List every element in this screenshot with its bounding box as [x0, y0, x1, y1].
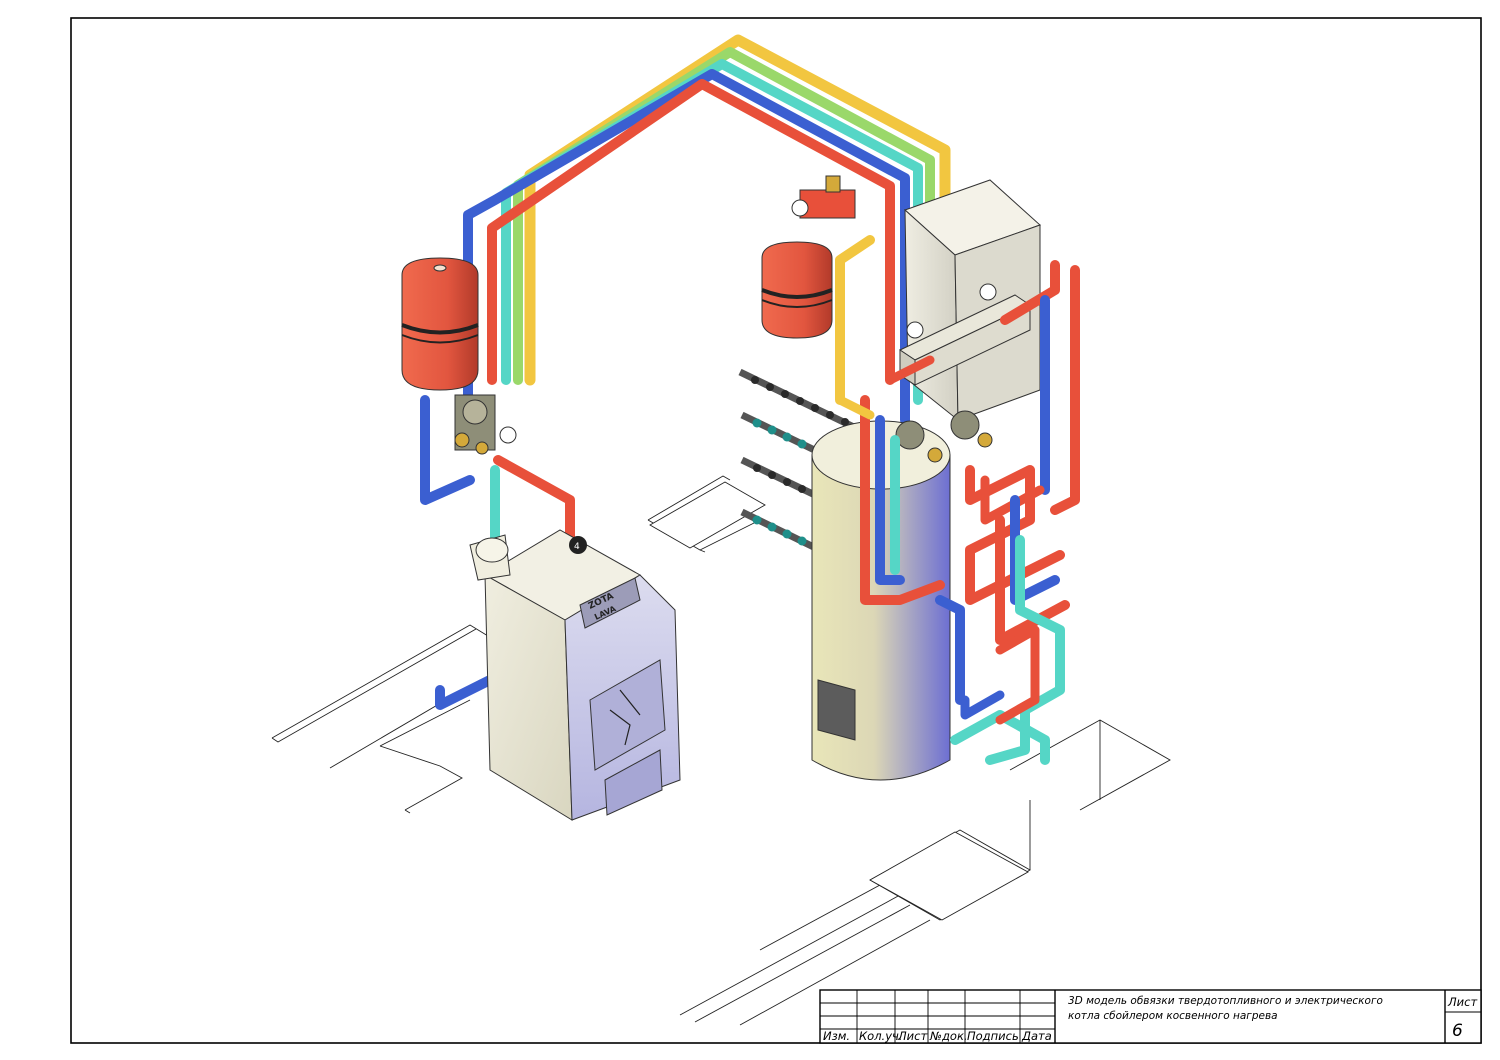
tb-description-line1: 3D модель обвязки твердотопливного и эле… — [1068, 995, 1383, 1007]
tb-sheet-label: Лист — [1447, 995, 1477, 1009]
expansion-tank-left — [401, 257, 479, 391]
tb-header-kol: Кол.уч. — [859, 1029, 902, 1043]
pump-icon — [895, 420, 925, 450]
pipe-yellow — [524, 34, 951, 386]
sheet-frame — [70, 17, 1482, 1044]
gauge-icon — [499, 426, 517, 444]
floor-outline — [271, 475, 1171, 1026]
tb-sheet-number: 6 — [1452, 1021, 1463, 1041]
tb-header-izm: Изм. — [823, 1029, 850, 1043]
hydraulic-separator — [895, 283, 1032, 463]
tb-header-doc: №док. — [929, 1029, 968, 1043]
tb-header-list: Лист — [897, 1029, 927, 1043]
left-pipework — [420, 395, 575, 710]
expansion-tank-right — [761, 175, 856, 339]
gauge-icon — [979, 283, 997, 301]
right-pipework — [835, 260, 1080, 765]
boiler-badge — [569, 536, 587, 554]
pipe-red — [487, 79, 895, 385]
pump-icon — [950, 410, 980, 440]
gauge-icon — [791, 199, 809, 217]
valve-icon — [927, 447, 943, 463]
pipe-arch — [463, 34, 951, 425]
solid-fuel-boiler: ZOTA LAVA 4 — [469, 529, 681, 821]
title-block: Изм. Кол.уч. Лист №док. Подпись Дата 3D … — [819, 989, 1482, 1044]
tb-header-date: Дата — [1021, 1029, 1052, 1043]
tb-description-line2: котла сбойлером косвенного нагрева — [1068, 1010, 1278, 1022]
floor-pit — [649, 481, 1029, 921]
pipe-green — [513, 47, 935, 385]
pipe-cyan — [501, 59, 923, 405]
pump-group-left — [454, 394, 517, 455]
svg-text:4: 4 — [574, 542, 580, 552]
valve-icon — [977, 432, 993, 448]
tb-header-sign: Подпись — [967, 1029, 1019, 1043]
gauge-icon — [906, 321, 924, 339]
valve-icon — [454, 432, 470, 448]
pump-icon — [462, 399, 488, 425]
pipe-yellow-return — [835, 235, 875, 405]
